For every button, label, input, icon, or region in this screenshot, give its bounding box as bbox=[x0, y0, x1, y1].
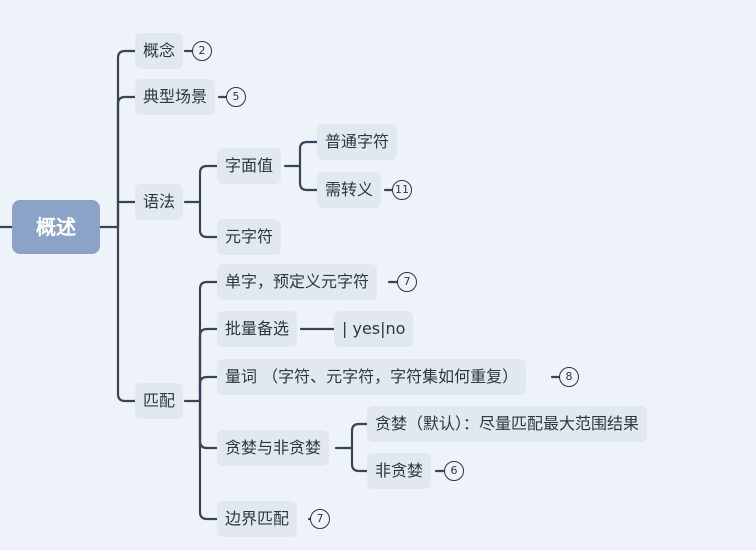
edge-to-plain bbox=[298, 140, 319, 168]
node-greedy[interactable]: 贪婪与非贪婪 bbox=[217, 430, 330, 466]
edge-to-scenarios bbox=[116, 95, 137, 229]
count-badge-escape[interactable]: 11 bbox=[392, 180, 412, 200]
count-badge-quantifier[interactable]: 8 bbox=[559, 367, 579, 387]
count-badge-lazy[interactable]: 6 bbox=[444, 461, 464, 481]
node-syntax[interactable]: 语法 bbox=[135, 184, 184, 220]
node-lazy[interactable]: 非贪婪 bbox=[367, 453, 432, 489]
edge-to-escape bbox=[298, 164, 319, 192]
node-single-char[interactable]: 单字，预定义元字符 bbox=[217, 264, 378, 300]
edge-to-meta bbox=[198, 200, 219, 239]
edge-to-lazy bbox=[350, 446, 369, 473]
node-literal[interactable]: 字面值 bbox=[217, 148, 282, 184]
edge-to-literal bbox=[198, 164, 219, 204]
edge-to-alternation bbox=[198, 327, 219, 403]
count-badge-boundary[interactable]: 7 bbox=[310, 509, 330, 529]
edge-to-boundary bbox=[198, 399, 219, 521]
edge-to-greedy-default bbox=[350, 422, 369, 450]
node-quantifier[interactable]: 量词 （字符、元字符，字符集如何重复） bbox=[217, 359, 527, 395]
node-metachar[interactable]: 元字符 bbox=[217, 219, 282, 255]
node-match[interactable]: 匹配 bbox=[135, 383, 184, 419]
count-badge-concept[interactable]: 2 bbox=[192, 41, 212, 61]
edge-to-match bbox=[116, 225, 137, 403]
edge-to-quantifier bbox=[198, 375, 219, 403]
node-boundary[interactable]: 边界匹配 bbox=[217, 501, 298, 537]
edge-to-single bbox=[198, 280, 219, 403]
count-badge-single[interactable]: 7 bbox=[397, 272, 417, 292]
node-alternation-detail[interactable]: | yes|no bbox=[334, 311, 414, 347]
node-scenarios[interactable]: 典型场景 bbox=[135, 79, 216, 115]
node-escape[interactable]: 需转义 bbox=[317, 172, 382, 208]
node-alternation[interactable]: 批量备选 bbox=[217, 311, 298, 347]
node-plain-chars[interactable]: 普通字符 bbox=[317, 124, 398, 160]
edge-to-concept bbox=[116, 49, 137, 229]
root-node[interactable]: 概述 bbox=[12, 200, 100, 254]
node-concept[interactable]: 概念 bbox=[135, 33, 184, 69]
edge-to-greedy bbox=[198, 399, 219, 450]
node-greedy-default[interactable]: 贪婪（默认）：尽量匹配最大范围结果 bbox=[367, 406, 648, 442]
count-badge-scenarios[interactable]: 5 bbox=[226, 87, 246, 107]
